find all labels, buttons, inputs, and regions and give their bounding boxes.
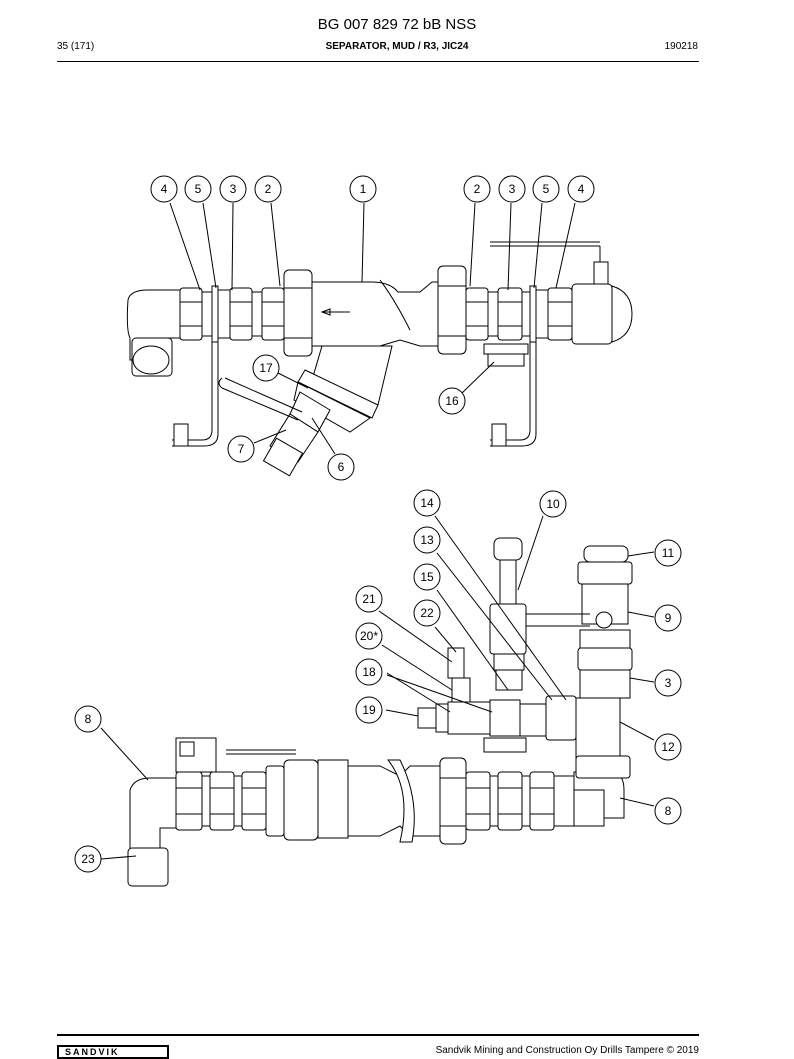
callout-top-3b: 3 (498, 175, 526, 203)
svg-text:20*: 20* (360, 629, 378, 643)
svg-text:14: 14 (420, 496, 434, 510)
svg-text:23: 23 (81, 852, 95, 866)
callout-top-6: 6 (327, 453, 355, 481)
svg-text:8: 8 (85, 712, 92, 726)
callout-top-4a: 4 (150, 175, 178, 203)
callout-top-16: 16 (438, 387, 466, 415)
callout-bottom-11: 11 (654, 539, 682, 567)
document-title: BG 007 829 72 bB NSS (317, 16, 477, 33)
callout-labels: 4 5 3 2 1 2 3 5 4 17 16 7 6 14 10 13 11 … (74, 175, 682, 873)
callout-bottom-3: 3 (654, 669, 682, 697)
callout-top-1: 1 (349, 175, 377, 203)
callout-bottom-13: 13 (413, 526, 441, 554)
svg-text:2: 2 (265, 182, 272, 196)
callout-bottom-22: 22 (413, 599, 441, 627)
document-code: 190218 (664, 41, 698, 52)
callout-bottom-9: 9 (654, 604, 682, 632)
svg-text:6: 6 (338, 460, 345, 474)
header-rule (57, 61, 699, 62)
bottom-assembly (127, 537, 633, 887)
callout-bottom-20: 20* (355, 622, 383, 650)
callout-bottom-8b: 8 (654, 797, 682, 825)
footer-copyright: Sandvik Mining and Construction Oy Drill… (435, 1045, 699, 1056)
callout-bottom-14: 14 (413, 489, 441, 517)
svg-text:19: 19 (362, 703, 376, 717)
section-title: SEPARATOR, MUD / R3, JIC24 (325, 41, 469, 52)
page-number: 35 (171) (57, 41, 95, 52)
svg-text:3: 3 (665, 676, 672, 690)
svg-text:10: 10 (546, 497, 560, 511)
svg-text:16: 16 (445, 394, 459, 408)
svg-text:13: 13 (420, 533, 434, 547)
svg-text:5: 5 (195, 182, 202, 196)
callout-top-3a: 3 (219, 175, 247, 203)
callout-bottom-8a: 8 (74, 705, 102, 733)
leader-lines (100, 202, 655, 860)
svg-text:21: 21 (362, 592, 376, 606)
callout-bottom-21: 21 (355, 585, 383, 613)
sandvik-logo: SANDVIK (57, 1045, 169, 1059)
svg-text:18: 18 (362, 665, 376, 679)
svg-text:3: 3 (230, 182, 237, 196)
callout-top-7: 7 (227, 435, 255, 463)
svg-text:4: 4 (161, 182, 168, 196)
callout-bottom-12: 12 (654, 733, 682, 761)
svg-text:5: 5 (543, 182, 550, 196)
callout-top-17: 17 (252, 354, 280, 382)
callout-top-5b: 5 (532, 175, 560, 203)
svg-text:8: 8 (665, 804, 672, 818)
svg-text:2: 2 (474, 182, 481, 196)
svg-text:22: 22 (420, 606, 434, 620)
svg-text:3: 3 (509, 182, 516, 196)
top-assembly (126, 241, 633, 477)
callout-bottom-15: 15 (413, 563, 441, 591)
callout-bottom-19: 19 (355, 696, 383, 724)
svg-text:9: 9 (665, 611, 672, 625)
svg-text:11: 11 (662, 546, 675, 560)
callout-top-2b: 2 (463, 175, 491, 203)
svg-text:17: 17 (259, 361, 273, 375)
callout-bottom-18: 18 (355, 658, 383, 686)
callout-bottom-23: 23 (74, 845, 102, 873)
callout-bottom-10: 10 (539, 490, 567, 518)
svg-text:12: 12 (661, 740, 675, 754)
footer-rule (57, 1034, 699, 1036)
svg-text:1: 1 (360, 182, 367, 196)
callout-top-4b: 4 (567, 175, 595, 203)
svg-text:4: 4 (578, 182, 585, 196)
callout-top-5a: 5 (184, 175, 212, 203)
svg-text:7: 7 (238, 442, 245, 456)
svg-text:15: 15 (420, 570, 434, 584)
callout-top-2a: 2 (254, 175, 282, 203)
